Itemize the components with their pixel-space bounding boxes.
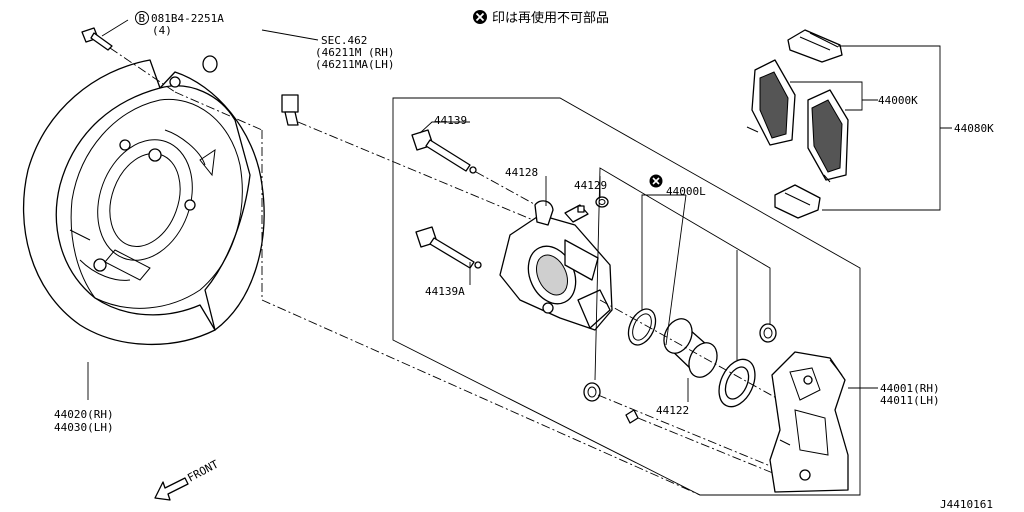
bolt-qty-label: (4) — [152, 24, 172, 37]
assembly-frame — [392, 97, 861, 496]
brake-pads-drawing — [746, 59, 849, 183]
caliper-bracket-drawing — [769, 351, 849, 493]
backing-plate-drawing — [22, 59, 265, 346]
bolt-prefix-label: B — [139, 12, 146, 25]
label-44139: 44139 — [434, 114, 467, 127]
leader-lines — [87, 19, 952, 402]
bolt-prefix-mark-icon — [135, 11, 149, 25]
diagram-code: J4410161 — [940, 498, 993, 511]
brake-hose-drawing — [202, 25, 546, 226]
front-label: FRONT — [185, 457, 221, 484]
hose-rh-label: (46211M (RH) — [315, 46, 394, 59]
bleeder-drawing — [564, 196, 609, 223]
seal-piston-drawing — [599, 299, 781, 408]
label-44129: 44129 — [574, 179, 607, 192]
bolt-ref-label: 081B4-2251A — [151, 12, 224, 25]
label-44001: 44001(RH) — [880, 382, 940, 395]
label-44122: 44122 — [656, 404, 689, 417]
label-44128: 44128 — [505, 166, 538, 179]
part-labels: B 081B4-2251A (4) SEC.462 (46211M (RH) (… — [54, 11, 994, 511]
label-44000l: 44000L — [666, 185, 706, 198]
bolt-drawing — [81, 27, 176, 93]
pad-clips-drawing — [774, 29, 843, 219]
label-44139a: 44139A — [425, 285, 465, 298]
center-lines — [174, 91, 701, 496]
non-reusable-notice: 印は再使用不可部品 — [473, 10, 609, 26]
label-44030: 44030(LH) — [54, 421, 114, 434]
label-44080k: 44080K — [954, 122, 994, 135]
hose-lh-label: (46211MA(LH) — [315, 58, 394, 71]
label-44020: 44020(RH) — [54, 408, 114, 421]
caliper-body-drawing — [499, 200, 613, 331]
label-44011: 44011(LH) — [880, 394, 940, 407]
front-direction: FRONT — [154, 457, 221, 501]
hose-section-label: SEC.462 — [321, 34, 367, 47]
label-44000k: 44000K — [878, 94, 918, 107]
notice-text: 印は再使用不可部品 — [492, 10, 609, 26]
boots-drawing — [583, 323, 791, 481]
front-arrow-icon — [154, 477, 189, 501]
guide-pin-drawing — [411, 129, 546, 269]
